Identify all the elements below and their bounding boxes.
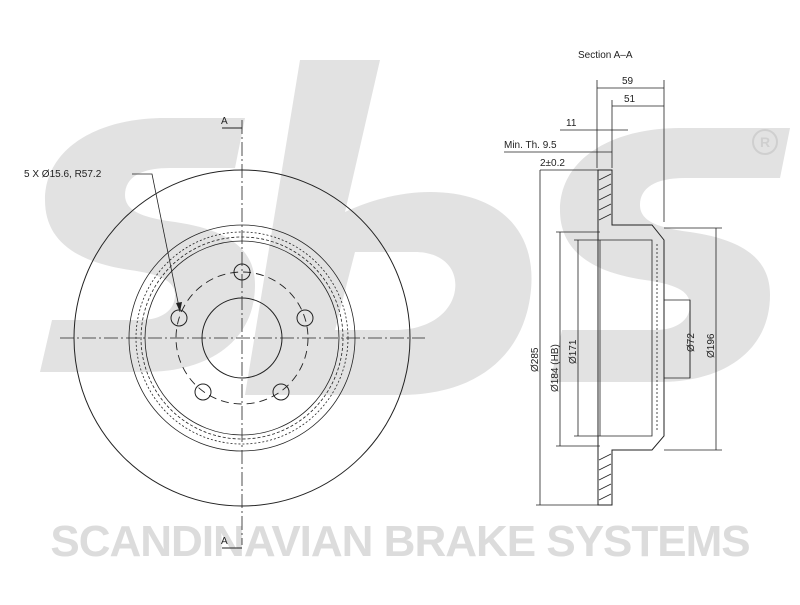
- disc-outer-edge: [73, 169, 411, 507]
- section-marker-top: A: [221, 116, 228, 127]
- registered-trademark: R: [752, 129, 778, 155]
- bolt-hole-1: [233, 263, 251, 281]
- hat-knurl-ring-outer: [135, 231, 349, 445]
- center-bore: [201, 297, 283, 379]
- bolt-hole-3: [272, 383, 290, 401]
- dim-hat-outer-diameter: Ø196: [706, 333, 717, 358]
- sbs-watermark-logo: [40, 60, 790, 395]
- disc-section-outline: [597, 169, 665, 506]
- dim-disc-thickness: 11: [566, 118, 577, 129]
- registered-mark-text: R: [760, 134, 770, 150]
- section-title: Section A–A: [578, 50, 633, 61]
- bolt-hole-5: [170, 309, 188, 327]
- hat-inner-edge: [144, 240, 340, 436]
- dim-offset: 2±0.2: [540, 158, 565, 169]
- dim-hat-inner-diameter: Ø171: [568, 339, 579, 364]
- bolt-hole-callout: 5 X Ø15.6, R57.2: [24, 169, 102, 180]
- dim-hat-height: 51: [624, 94, 636, 105]
- section-view: Section A–A 59 51 11 Mi: [504, 50, 722, 506]
- brand-watermark-text: SCANDINAVIAN BRAKE SYSTEMS: [50, 517, 749, 566]
- bolt-hole-2: [296, 309, 314, 327]
- dim-outer-diameter: Ø285: [530, 347, 541, 372]
- hat-inner-wall: [600, 239, 653, 437]
- front-view: A A 5 X Ø15.6, R57.2: [24, 116, 425, 549]
- hat-outer-edge: [128, 224, 356, 452]
- dim-center-bore: Ø72: [686, 333, 697, 352]
- bolt-hole-leader: [132, 173, 181, 313]
- hat-knurl-ring: [140, 236, 344, 440]
- dim-min-thickness: Min. Th. 9.5: [504, 140, 557, 151]
- dim-drum-diameter: Ø184 (HB): [550, 344, 561, 392]
- friction-ring-hatching: [598, 173, 612, 501]
- bolt-hole-4: [194, 383, 212, 401]
- section-marker-bottom: A: [221, 536, 228, 547]
- bolt-circle: [175, 271, 309, 405]
- dim-overall-height: 59: [622, 76, 634, 87]
- bolt-hole-leader-arrow: [176, 302, 182, 312]
